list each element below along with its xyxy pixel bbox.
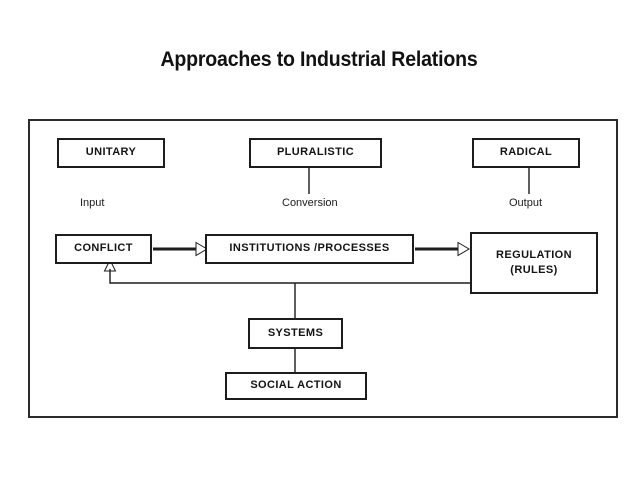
node-pluralistic[interactable]: PLURALISTIC xyxy=(249,138,382,168)
page-title: Approaches to Industrial Relations xyxy=(160,48,478,71)
diagram-canvas: UNITARY PLURALISTIC RADICAL Input Conver… xyxy=(30,121,616,416)
node-regulation-line1: REGULATION xyxy=(496,249,572,262)
node-unitary[interactable]: UNITARY xyxy=(57,138,165,168)
arrowhead-institutions-regulation xyxy=(457,241,470,257)
stage-label-input: Input xyxy=(80,197,105,209)
node-radical[interactable]: RADICAL xyxy=(472,138,580,168)
connector-regulation-feedback xyxy=(109,269,470,284)
node-systems[interactable]: SYSTEMS xyxy=(248,318,343,349)
stage-label-output: Output xyxy=(509,197,543,209)
node-regulation-rules[interactable]: REGULATION (RULES) xyxy=(470,232,598,294)
node-institutions-processes[interactable]: INSTITUTIONS /PROCESSES xyxy=(205,234,414,264)
node-regulation-line2: (RULES) xyxy=(510,264,558,276)
diagram-frame: UNITARY PLURALISTIC RADICAL Input Conver… xyxy=(28,119,618,418)
stage-label-conversion: Conversion xyxy=(282,197,338,209)
node-social-action[interactable]: SOCIAL ACTION xyxy=(225,372,367,400)
node-conflict[interactable]: CONFLICT xyxy=(55,234,152,264)
